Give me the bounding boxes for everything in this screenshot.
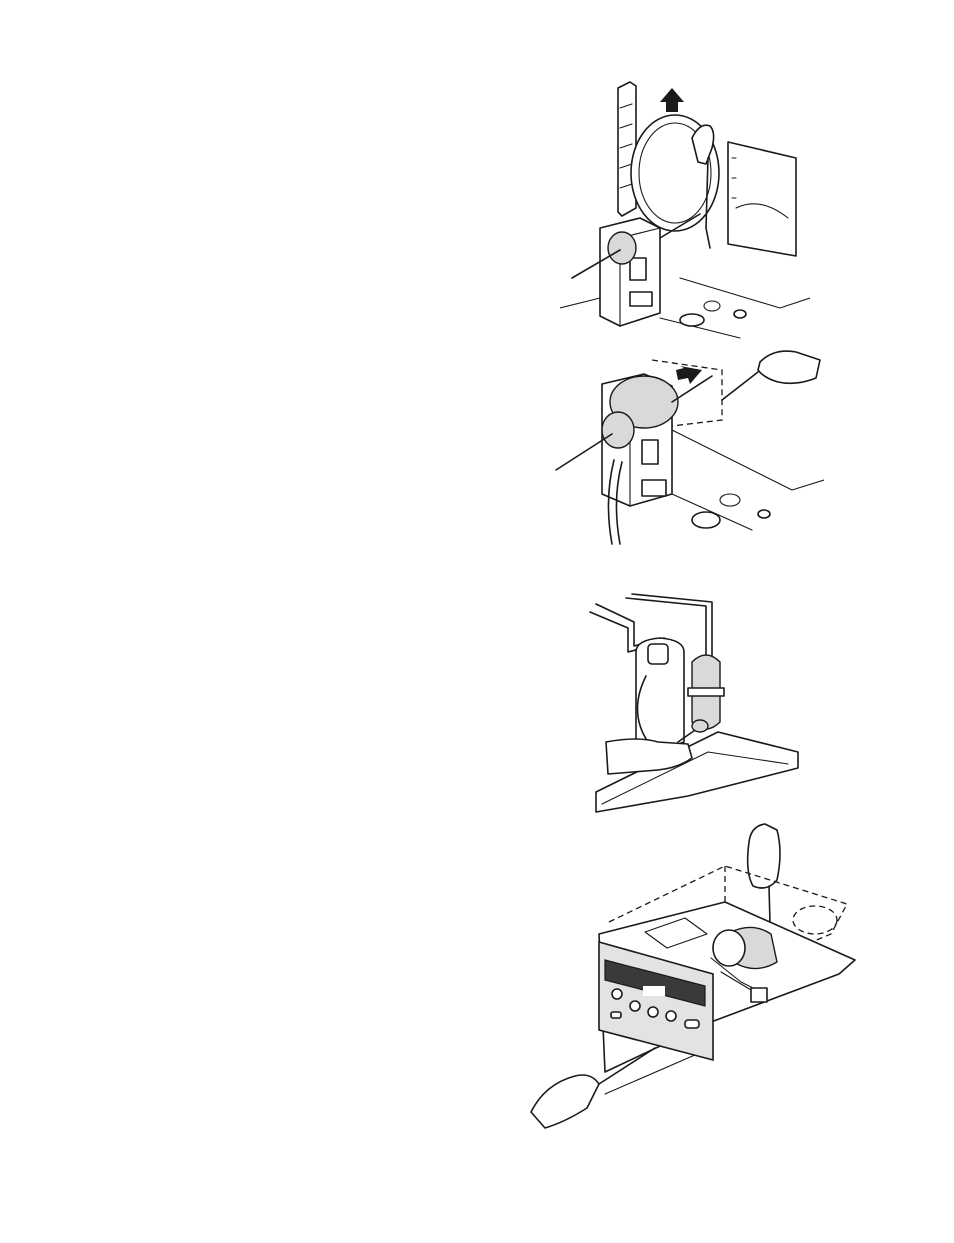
fan-shroud-removal-illustration: [560, 78, 810, 340]
compressor-removal-illustration: [588, 592, 804, 820]
fan-motor-removal-illustration: [552, 330, 824, 552]
control-box-removal-illustration: [525, 822, 857, 1130]
